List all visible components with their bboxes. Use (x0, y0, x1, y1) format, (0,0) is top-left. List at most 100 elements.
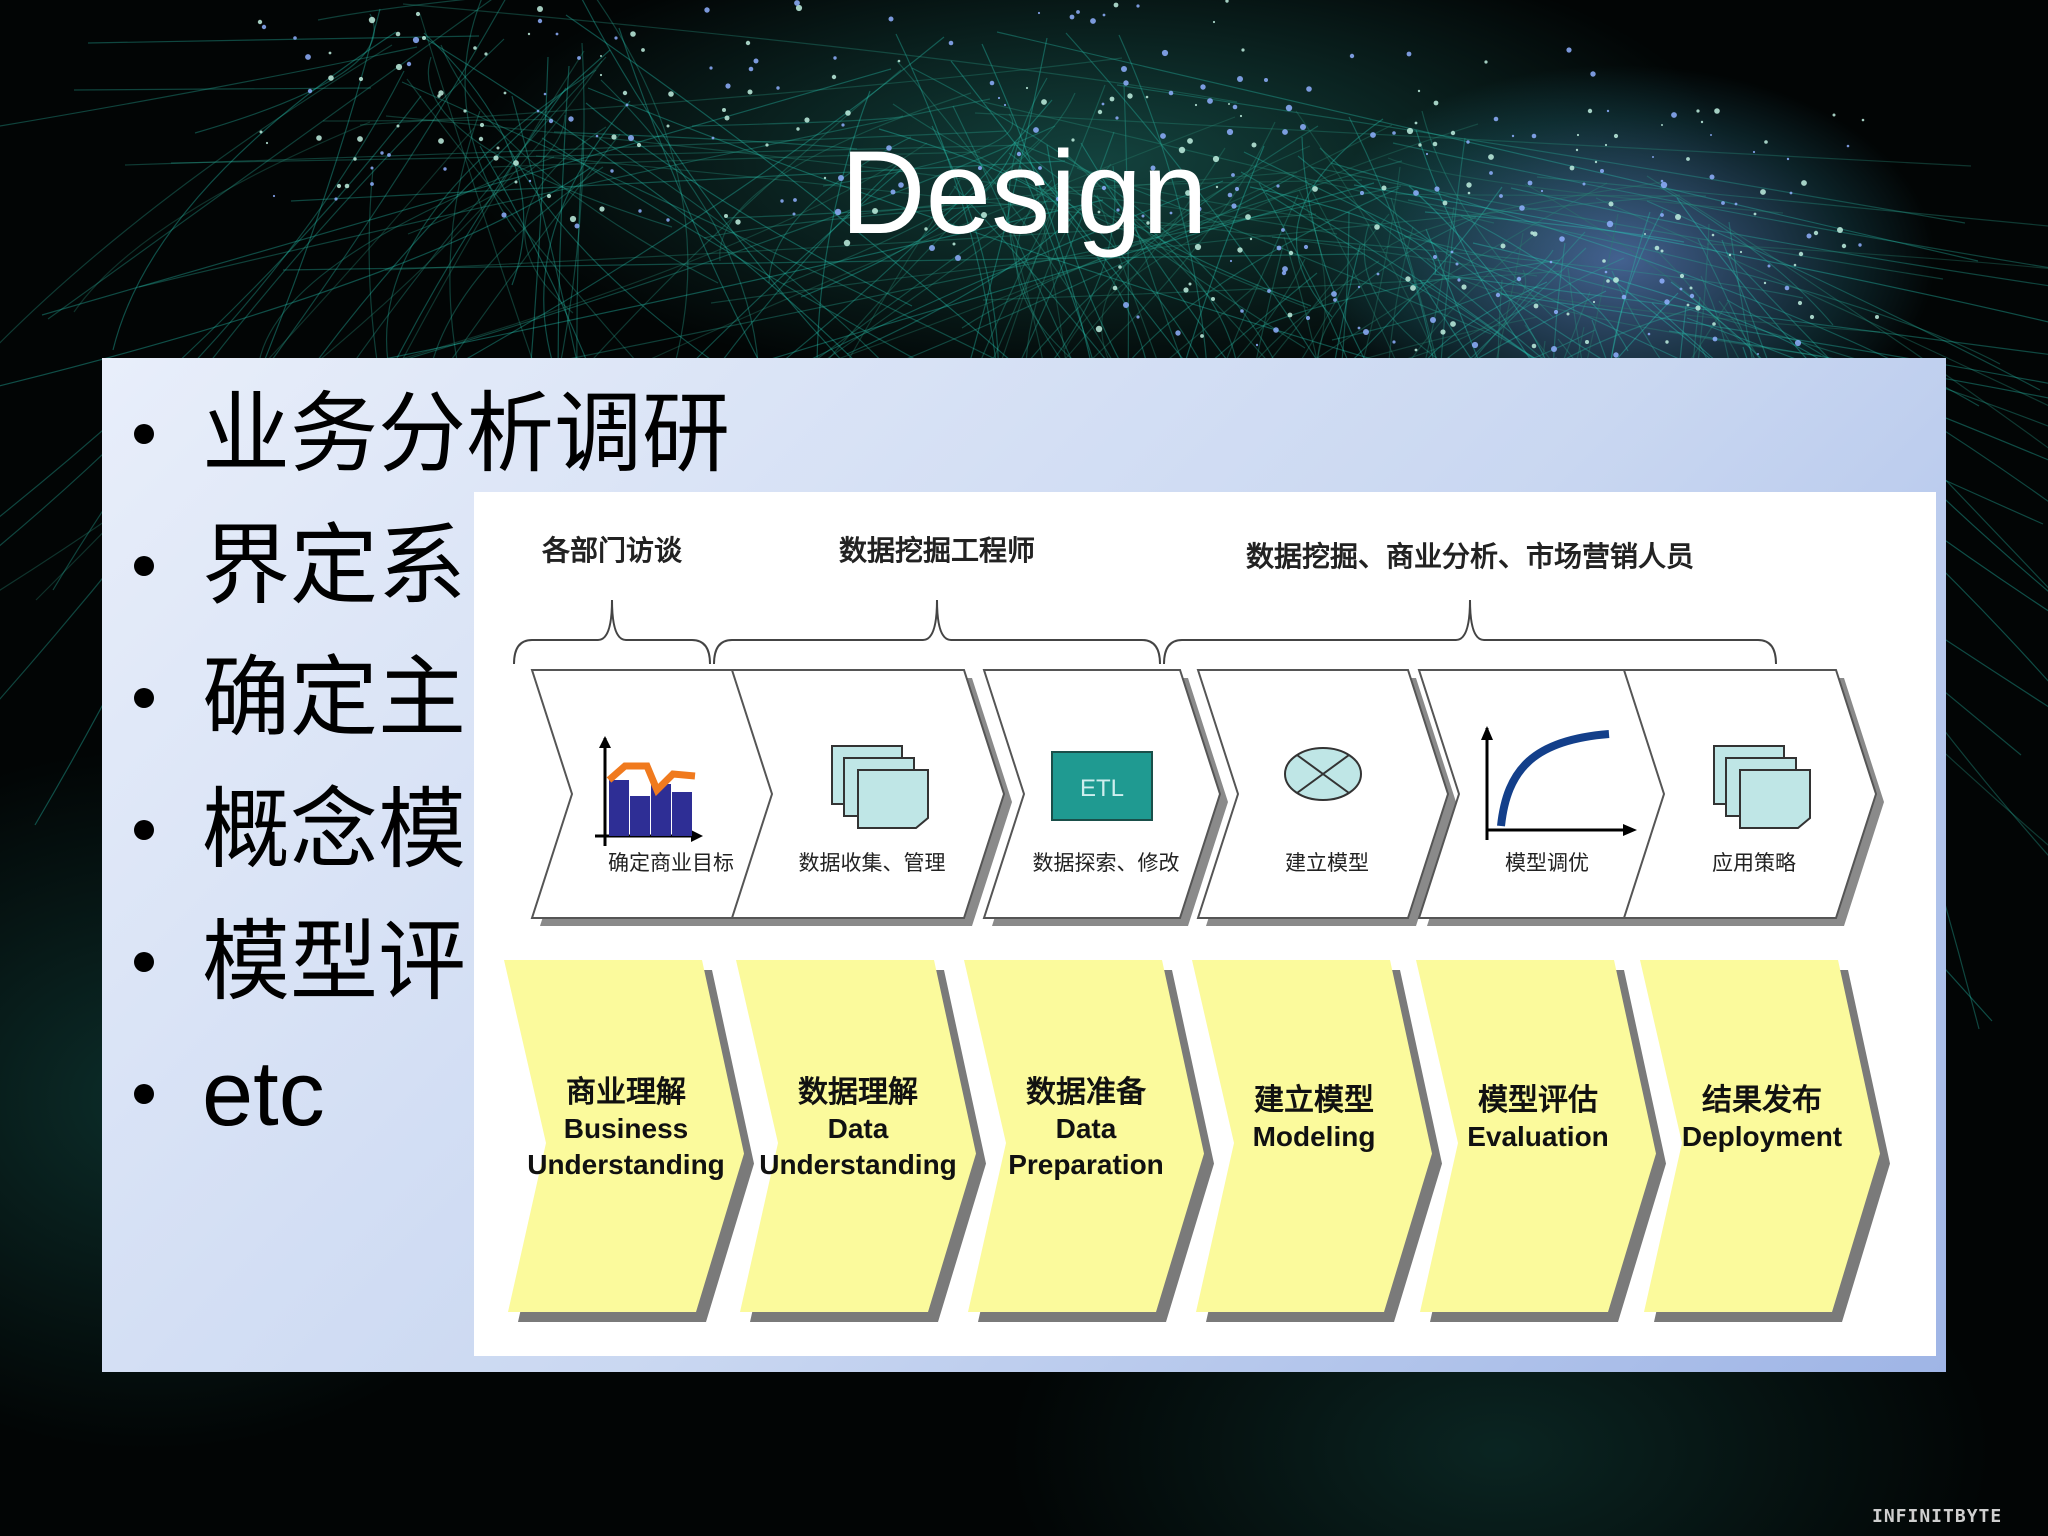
network-node (1709, 174, 1715, 180)
network-node (1516, 276, 1522, 282)
network-node (1312, 186, 1318, 192)
network-node (368, 16, 376, 24)
network-node (1231, 203, 1237, 209)
phase-label-en: Deployment (1682, 1121, 1842, 1152)
bullet-dot-icon (134, 820, 154, 840)
network-node (1467, 191, 1471, 195)
phase-shape (1192, 960, 1432, 1312)
network-line (822, 113, 1014, 187)
network-node (1806, 233, 1812, 239)
network-node (1125, 172, 1131, 178)
network-node (1410, 285, 1416, 291)
network-node (765, 143, 769, 147)
network-node (387, 153, 391, 157)
network-node (493, 155, 499, 161)
network-node (630, 31, 636, 37)
network-node (261, 24, 267, 30)
network-node (1484, 60, 1488, 64)
network-line (384, 213, 1317, 271)
network-node (595, 134, 599, 138)
network-node (568, 116, 574, 122)
process-step-shape (1417, 669, 1669, 919)
network-line (1064, 123, 1479, 350)
network-line (878, 128, 1069, 214)
network-node (1071, 138, 1075, 142)
network-node (724, 115, 730, 121)
network-line (524, 126, 607, 314)
network-node (1511, 134, 1515, 138)
phase-shape (964, 960, 1204, 1312)
network-node (1734, 202, 1738, 206)
bullet-text: 概念模 (202, 778, 467, 881)
network-node (1679, 287, 1683, 291)
network-node (1661, 124, 1663, 126)
network-node (257, 19, 263, 25)
network-node (536, 109, 540, 113)
network-node (795, 4, 803, 12)
network-line (1026, 173, 1151, 380)
bullet-dot-icon (134, 556, 154, 576)
network-line (1295, 118, 1384, 318)
network-node (1413, 190, 1419, 196)
network-node (406, 61, 412, 67)
network-node (599, 206, 605, 212)
network-node (1665, 340, 1669, 344)
bullet-text: etc (202, 1043, 325, 1145)
network-node (1038, 166, 1042, 170)
phase-label-en: Understanding (527, 1149, 725, 1180)
brand-logo: INFINITBYTE (1872, 1506, 2003, 1527)
network-node (1440, 329, 1446, 335)
network-node (1553, 309, 1559, 315)
network-line (1500, 289, 1881, 333)
bullet-text: 模型评 (202, 910, 467, 1013)
network-node (1282, 266, 1288, 272)
network-node (1285, 104, 1293, 112)
network-node (1500, 243, 1506, 249)
network-line (440, 44, 719, 284)
network-line (386, 69, 597, 363)
network-node (1405, 276, 1411, 282)
network-node (1760, 189, 1766, 195)
network-node (1215, 185, 1219, 189)
network-node (479, 122, 485, 128)
network-node (666, 218, 670, 222)
network-node (1710, 134, 1712, 136)
network-line (1706, 243, 2048, 269)
network-line (961, 160, 1403, 329)
network-line (983, 101, 1495, 224)
network-line (1510, 187, 2048, 287)
network-node (1763, 281, 1767, 285)
network-node (1194, 243, 1202, 251)
phase-label-en: Business (564, 1113, 689, 1144)
network-node (1097, 109, 1103, 115)
network-node (1237, 247, 1243, 253)
network-node (527, 32, 531, 36)
bullet-dot-icon (134, 424, 154, 444)
network-node (1305, 315, 1311, 321)
network-node (1331, 291, 1337, 297)
network-line (1116, 84, 1966, 224)
network-line (911, 67, 1281, 373)
network-node (872, 208, 878, 214)
network-node (528, 179, 532, 183)
network-node (1433, 100, 1439, 106)
network-node (1136, 4, 1140, 8)
network-node (1249, 237, 1253, 241)
network-node (1212, 20, 1216, 24)
network-line (170, 144, 1025, 164)
network-node (1300, 124, 1306, 130)
network-node (537, 6, 543, 12)
network-node (886, 145, 892, 151)
process-step-label: 应用策略 (1712, 851, 1796, 875)
network-node (1527, 180, 1533, 186)
network-node (1101, 185, 1107, 191)
network-node (1695, 305, 1701, 311)
network-node (1414, 121, 1418, 125)
network-node (1234, 186, 1240, 192)
network-line (1421, 110, 1554, 318)
network-node (1813, 230, 1819, 236)
network-line (423, 32, 525, 286)
network-node (1097, 210, 1101, 214)
